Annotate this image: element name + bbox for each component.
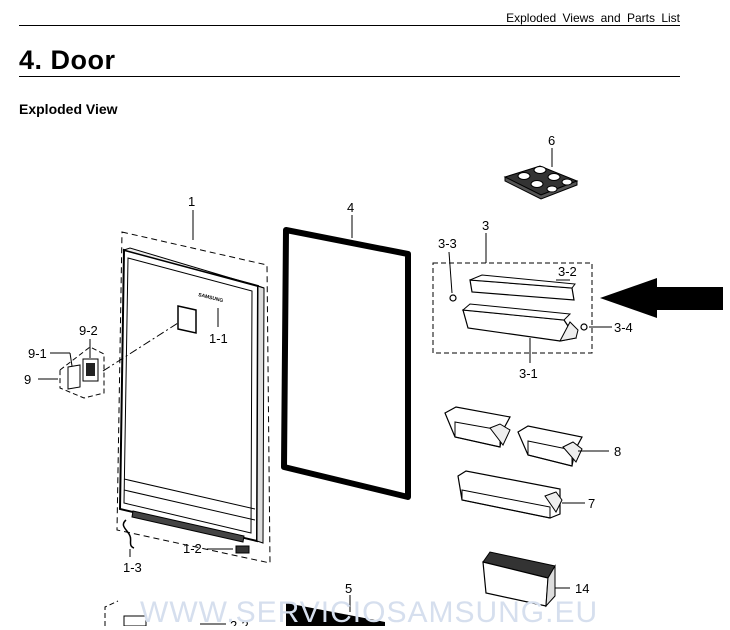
- section-rule: [19, 76, 680, 77]
- part-6-egg-tray: [503, 148, 579, 200]
- label-14: 14: [575, 581, 589, 596]
- label-7: 7: [588, 496, 595, 511]
- header-title: Exploded Views and Parts List: [506, 11, 680, 25]
- label-3-4: 3-4: [614, 320, 633, 335]
- label-5: 5: [345, 581, 352, 596]
- label-4: 4: [347, 200, 354, 215]
- label-9-2: 9-2: [79, 323, 98, 338]
- callout-arrow-icon: [600, 278, 723, 318]
- part-4-gasket: [281, 215, 411, 500]
- label-9: 9: [24, 372, 31, 387]
- part-3-guard-assembly: [432, 233, 723, 363]
- label-3-2: 3-2: [558, 264, 577, 279]
- part-8-door-bins: [444, 406, 609, 467]
- label-3: 3: [482, 218, 489, 233]
- part-9-display-module: [38, 322, 179, 399]
- section-title: 4. Door: [19, 45, 116, 75]
- header-rule: [19, 25, 680, 26]
- label-8: 8: [614, 444, 621, 459]
- label-1-3: 1-3: [123, 560, 142, 575]
- part-labels: 1 1-1 1-2 1-3 3 3-1 3-2 3-3 3-4 4 5 6 7 …: [24, 133, 633, 626]
- label-9-1: 9-1: [28, 346, 47, 361]
- label-3-3: 3-3: [438, 236, 457, 251]
- label-1: 1: [188, 194, 195, 209]
- subsection-title: Exploded View: [19, 101, 118, 117]
- label-1-1: 1-1: [209, 331, 228, 346]
- label-6: 6: [548, 133, 555, 148]
- part-5-lower-assembly: [104, 595, 385, 626]
- label-2-2: 2-2: [230, 618, 249, 626]
- label-3-1: 3-1: [519, 366, 538, 381]
- watermark: WWW.SERVICIOSAMSUNG.EU: [140, 596, 599, 629]
- part-14-case: [482, 551, 570, 608]
- part-1-door-assembly: SAMSUNG: [116, 210, 271, 564]
- label-1-2: 1-2: [183, 541, 202, 556]
- part-7-door-bin: [457, 470, 585, 519]
